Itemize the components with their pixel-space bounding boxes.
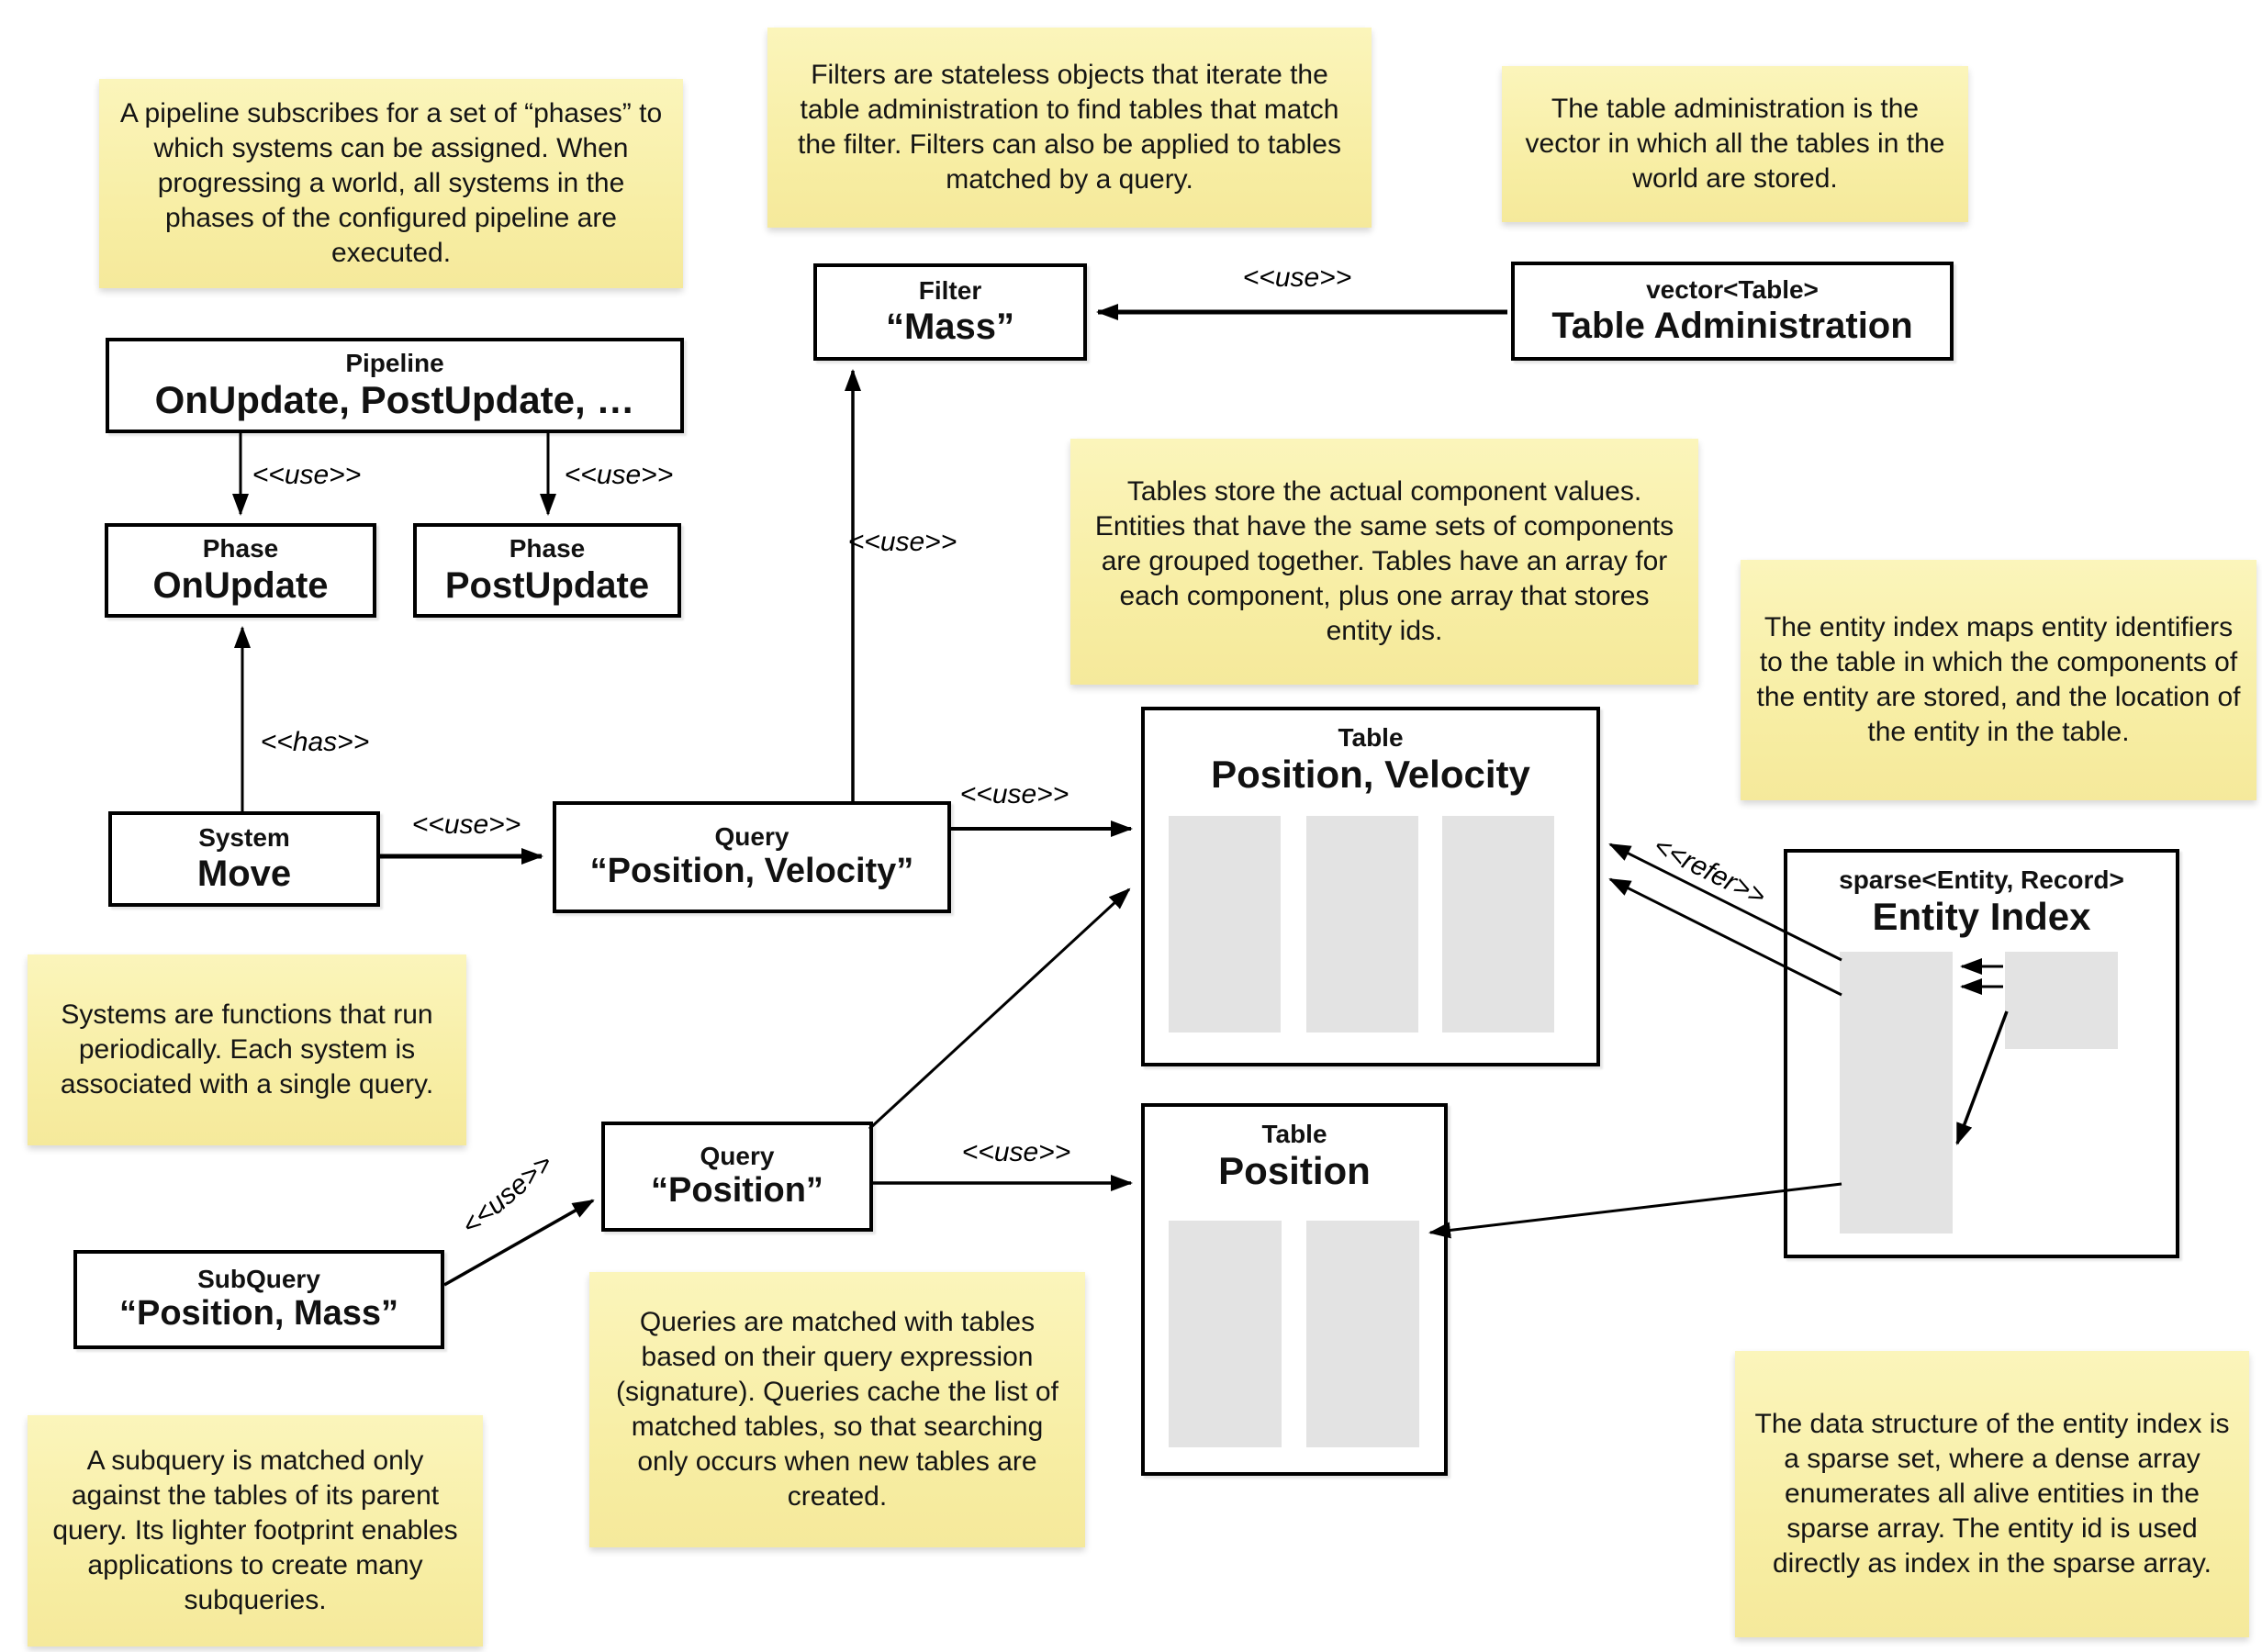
- node-entity-index: sparse<Entity, Record> Entity Index: [1784, 849, 2179, 1258]
- edge-label-use-queryp-tablep: <<use>>: [961, 1137, 1071, 1167]
- edge-label-use-pipeline-onupdate: <<use>>: [252, 460, 362, 490]
- node-stereotype: Phase: [202, 534, 279, 564]
- edge-label-use-subquery-queryp: <<use>>: [455, 1147, 559, 1242]
- node-stereotype: Phase: [509, 534, 586, 564]
- node-name: PostUpdate: [444, 564, 650, 606]
- edge-label-use-system-query: <<use>>: [411, 809, 521, 840]
- node-pipeline: Pipeline OnUpdate, PostUpdate, …: [106, 338, 684, 433]
- node-subquery-position-mass: SubQuery “Position, Mass”: [73, 1250, 444, 1349]
- node-name: Move: [196, 854, 292, 895]
- edge-label-use-querypv-table: <<use>>: [959, 779, 1069, 809]
- node-name: “Position”: [651, 1171, 823, 1211]
- edge-label-refer-entityindex-table: <<refer>>: [1648, 831, 1771, 912]
- node-stereotype: Pipeline: [345, 348, 444, 377]
- node-name: “Mass”: [885, 307, 1015, 348]
- note-queries: Queries are matched with tables based on…: [589, 1272, 1085, 1547]
- arrow-entityindex-to-tableposition: [1428, 1182, 1842, 1239]
- node-stereotype: Table: [1338, 723, 1404, 752]
- node-name: Position: [1218, 1149, 1371, 1193]
- node-stereotype: Query: [714, 822, 789, 852]
- node-name: “Position, Velocity”: [589, 852, 914, 891]
- node-stereotype: vector<Table>: [1646, 274, 1819, 304]
- node-table-position: Table Position: [1141, 1103, 1448, 1476]
- node-table-administration: vector<Table> Table Administration: [1511, 262, 1954, 361]
- node-name: Entity Index: [1872, 895, 2091, 939]
- node-stereotype: SubQuery: [197, 1265, 320, 1294]
- node-table-position-velocity: Table Position, Velocity: [1141, 707, 1600, 1066]
- component-array-slot: [1169, 1221, 1282, 1447]
- node-stereotype: Table: [1261, 1120, 1327, 1148]
- node-phase-postupdate: Phase PostUpdate: [413, 523, 681, 618]
- note-entity-index: The entity index maps entity identifiers…: [1741, 560, 2256, 800]
- note-pipeline: A pipeline subscribes for a set of “phas…: [99, 79, 683, 288]
- node-name: OnUpdate: [152, 564, 329, 606]
- node-system-move: System Move: [108, 811, 380, 907]
- edge-label-use-query-filter: <<use>>: [847, 527, 957, 557]
- node-filter-mass: Filter “Mass”: [813, 263, 1087, 361]
- sparse-array-slot: [1840, 952, 1953, 1233]
- note-sparse-set: The data structure of the entity index i…: [1735, 1351, 2249, 1637]
- node-name: Table Administration: [1551, 306, 1913, 347]
- node-stereotype: Query: [700, 1142, 775, 1171]
- note-tables-store: Tables store the actual component values…: [1070, 439, 1698, 685]
- arrow-queryp-to-tablepv: [868, 887, 1131, 1131]
- component-array-slot: [1306, 816, 1418, 1032]
- edge-label-use-pipeline-postupdate: <<use>>: [564, 460, 674, 490]
- edge-label-has-system-phase: <<has>>: [260, 727, 370, 757]
- node-phase-onupdate: Phase OnUpdate: [105, 523, 376, 618]
- node-name: OnUpdate, PostUpdate, …: [154, 377, 635, 421]
- dense-array-slot: [2005, 952, 2118, 1049]
- component-array-slot: [1169, 816, 1281, 1032]
- note-systems: Systems are functions that run periodica…: [28, 954, 466, 1145]
- note-subquery: A subquery is matched only against the t…: [28, 1415, 483, 1646]
- node-query-position-velocity: Query “Position, Velocity”: [553, 801, 951, 913]
- component-array-slot: [1306, 1221, 1419, 1447]
- edge-label-use-tableadmin-filter: <<use>>: [1242, 262, 1352, 293]
- node-stereotype: Filter: [918, 275, 982, 305]
- node-query-position: Query “Position”: [601, 1122, 873, 1232]
- note-filters: Filters are stateless objects that itera…: [767, 28, 1372, 228]
- node-stereotype: System: [198, 822, 290, 852]
- note-table-administration: The table administration is the vector i…: [1502, 66, 1968, 222]
- component-array-slot: [1442, 816, 1554, 1032]
- node-stereotype: sparse<Entity, Record>: [1839, 865, 2124, 894]
- node-name: Position, Velocity: [1211, 753, 1530, 797]
- node-name: “Position, Mass”: [118, 1294, 399, 1334]
